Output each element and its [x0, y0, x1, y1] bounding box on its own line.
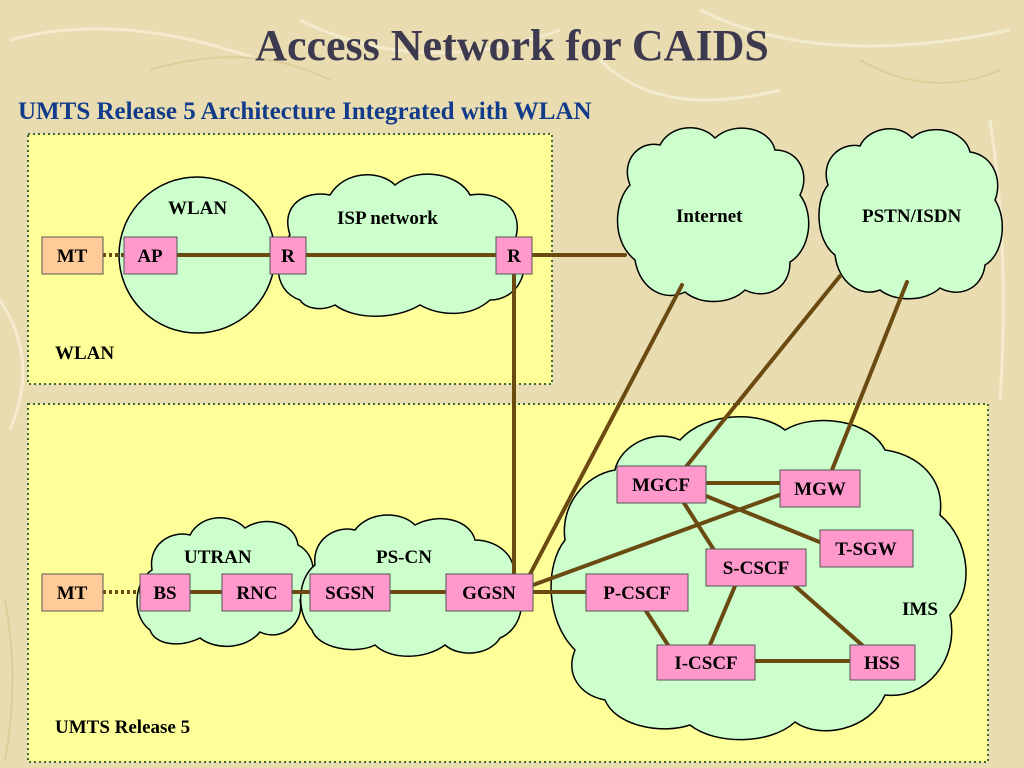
- page-subtitle: UMTS Release 5 Architecture Integrated w…: [18, 98, 592, 125]
- tsgw-label: T-SGW: [835, 539, 897, 560]
- hss-label: HSS: [864, 653, 900, 674]
- mgcf-box: [616, 465, 707, 504]
- isp-cloud: [277, 173, 525, 317]
- router-2-box: [495, 236, 533, 275]
- link-mgw-pstn: [830, 280, 909, 472]
- tsgw-box: [819, 529, 914, 568]
- ap-label: AP: [137, 246, 163, 267]
- pscn-cloud: [299, 514, 523, 657]
- router-1-box: [269, 236, 307, 275]
- icscf-label: I-CSCF: [674, 653, 737, 674]
- router-1-label: R: [281, 246, 295, 267]
- link-ggsn-internet: [526, 283, 684, 580]
- link-pcscf-icscf: [644, 609, 670, 647]
- rnc-box: [221, 573, 293, 612]
- mt-umts-label: MT: [57, 583, 88, 604]
- router-2-label: R: [507, 246, 521, 267]
- mt-wlan-box: [41, 236, 104, 275]
- ggsn-box: [445, 573, 534, 612]
- icscf-box: [656, 644, 756, 681]
- link-mgcf-scscf: [682, 501, 716, 552]
- scscf-label: S-CSCF: [723, 558, 790, 579]
- ims-cloud-label: IMS: [902, 599, 938, 620]
- utran-cloud-label: UTRAN: [184, 547, 252, 568]
- pcscf-label: P-CSCF: [603, 583, 671, 604]
- pstn-cloud: [818, 128, 1003, 300]
- link-mgcf-pstn: [683, 274, 842, 470]
- link-mgcf-tsgw: [704, 494, 824, 545]
- ap-box: [123, 236, 178, 275]
- ggsn-label: GGSN: [462, 583, 516, 604]
- mt-umts-box: [41, 573, 104, 612]
- internet-cloud: [616, 127, 810, 303]
- hss-box: [849, 644, 916, 681]
- mgcf-label: MGCF: [632, 475, 690, 496]
- link-scscf-icscf: [708, 584, 737, 647]
- rnc-label: RNC: [236, 583, 277, 604]
- bs-label: BS: [153, 583, 176, 604]
- sgsn-label: SGSN: [325, 583, 375, 604]
- bs-box: [139, 573, 191, 612]
- pcscf-box: [585, 573, 689, 612]
- wlan-cloud-label: WLAN: [168, 198, 227, 219]
- wlan-region-label: WLAN: [55, 343, 114, 364]
- isp-cloud-label: ISP network: [337, 208, 438, 229]
- scscf-box: [705, 548, 807, 587]
- umts-region-label: UMTS Release 5: [55, 717, 190, 738]
- page-title: Access Network for CAIDS: [255, 21, 769, 70]
- link-scscf-hss: [793, 584, 864, 647]
- mgw-box: [779, 469, 861, 508]
- sgsn-box: [309, 573, 391, 612]
- internet-cloud-label: Internet: [676, 206, 743, 227]
- mt-wlan-label: MT: [57, 246, 88, 267]
- pscn-cloud-label: PS-CN: [376, 547, 432, 568]
- pstn-cloud-label: PSTN/ISDN: [862, 206, 962, 227]
- mgw-label: MGW: [794, 479, 846, 500]
